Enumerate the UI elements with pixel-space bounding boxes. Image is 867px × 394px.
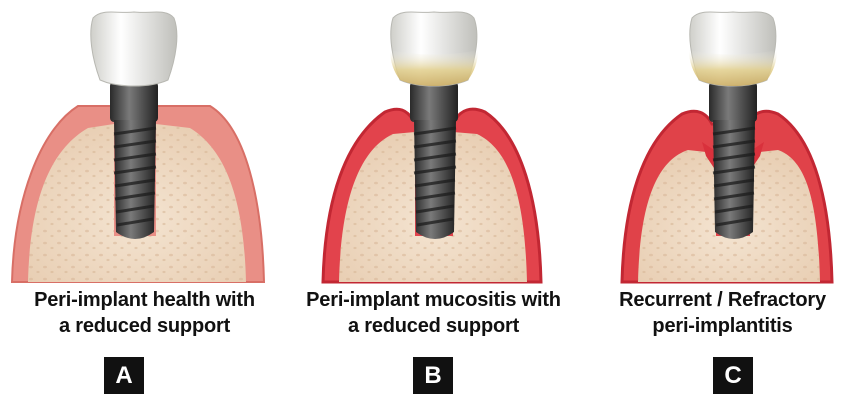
panel-b: Peri-implant mucositis with a reduced su… <box>289 0 578 394</box>
plaque-deposit <box>390 50 478 86</box>
implant-health-illustration <box>0 0 289 290</box>
implant-fixture <box>709 82 757 239</box>
crown <box>91 12 177 86</box>
implant-fixture <box>110 82 158 239</box>
panel-label-badge: A <box>104 357 144 394</box>
panel-a: Peri-implant health with a reduced suppo… <box>0 0 289 394</box>
implant-fixture <box>410 82 458 239</box>
panel-label-badge: B <box>413 357 453 394</box>
panel-c: Recurrent / Refractory peri-implantitis … <box>578 0 867 394</box>
panel-label-badge: C <box>713 357 753 394</box>
caption: Peri-implant health with a reduced suppo… <box>0 287 289 339</box>
mucositis-illustration <box>289 0 578 290</box>
peri-implantitis-illustration <box>578 0 867 290</box>
caption: Recurrent / Refractory peri-implantitis <box>578 287 867 339</box>
plaque-deposit <box>689 50 777 86</box>
caption: Peri-implant mucositis with a reduced su… <box>289 287 578 339</box>
